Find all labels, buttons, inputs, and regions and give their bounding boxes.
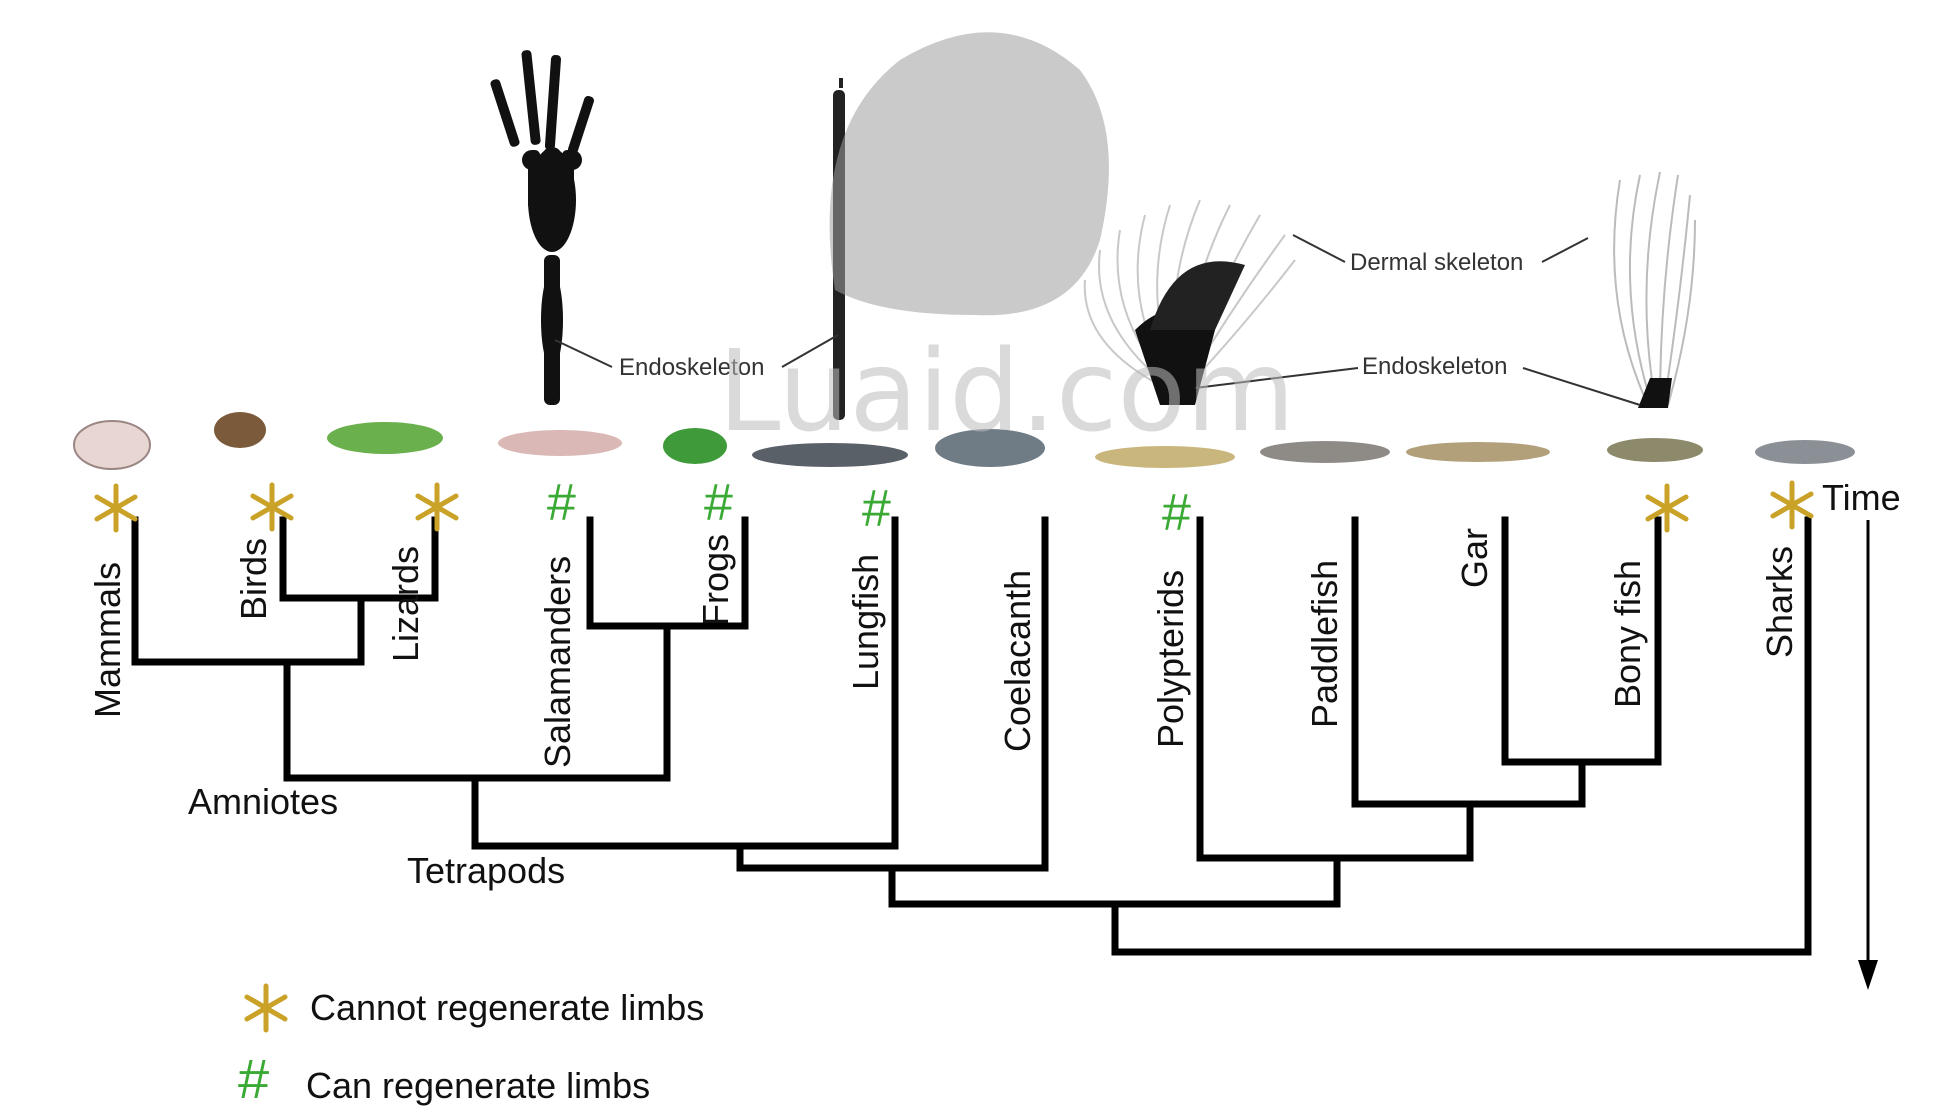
salamander-icon — [498, 430, 622, 456]
tree-branch — [471, 516, 899, 850]
taxon-label: Frogs — [695, 534, 736, 626]
polypterid-icon — [1095, 446, 1235, 468]
hash-icon: # — [547, 474, 576, 532]
paddlefish-icon — [1260, 441, 1390, 463]
animal-icons-row — [73, 412, 1855, 470]
dermal-skeleton-callout: Dermal skeleton — [1350, 249, 1523, 276]
mouse-icon — [73, 420, 151, 470]
taxon-label: Lizards — [385, 546, 426, 662]
taxon-label: Coelacanth — [997, 570, 1038, 752]
bony-fish-fin-illustration — [1613, 171, 1696, 408]
lizard-icon — [327, 422, 443, 454]
taxon-label: Bony fish — [1607, 560, 1648, 708]
gar-icon — [1406, 442, 1550, 462]
taxon-label: Birds — [233, 538, 274, 620]
asterisk-icon — [415, 482, 459, 532]
legend-cannot-label: Cannot regenerate limbs — [310, 987, 704, 1028]
time-axis-label: Time — [1822, 477, 1901, 518]
endoskeleton-limb-callout: Endoskeleton — [619, 354, 764, 381]
shark-icon — [1755, 440, 1855, 464]
hash-icon: # — [1162, 484, 1191, 542]
frog-icon — [663, 428, 727, 464]
taxon-label: Mammals — [87, 562, 128, 718]
taxon-label: Paddlefish — [1304, 560, 1345, 728]
tree-branch — [131, 516, 365, 666]
taxon-label: Sharks — [1759, 546, 1800, 658]
taxon-label: Salamanders — [537, 556, 578, 768]
svg-text:Luaid.com: Luaid.com — [718, 327, 1295, 457]
taxon-label: Polypterids — [1150, 570, 1191, 748]
phylogenetic-tree — [131, 516, 1812, 956]
asterisk-icon — [250, 482, 294, 532]
polypterid-fin-illustration — [1083, 199, 1296, 405]
bird-icon — [214, 412, 266, 448]
taxon-label: Gar — [1454, 528, 1495, 588]
legend: Cannot regenerate limbs # Can regenerate… — [238, 983, 704, 1110]
taxon-labels: Mammals Birds Lizards Salamanders Frogs Lungf… — [87, 528, 1800, 768]
hash-icon: # — [862, 480, 891, 538]
hash-icon: # — [704, 474, 733, 532]
tree-branch — [283, 622, 671, 782]
tree-branch — [1111, 516, 1812, 956]
regeneration-markers: # # # # — [94, 474, 1814, 542]
clade-label-amniotes: Amniotes — [188, 781, 338, 822]
asterisk-icon — [244, 983, 288, 1033]
callout-lines — [554, 234, 1641, 406]
lungfish-icon — [752, 443, 908, 467]
endoskeleton-fin-callout: Endoskeleton — [1362, 353, 1507, 380]
taxon-label: Lungfish — [845, 554, 886, 690]
watermark: Luaid.com — [718, 32, 1295, 457]
asterisk-icon — [1645, 483, 1689, 533]
time-axis — [1858, 520, 1878, 990]
asterisk-icon — [94, 483, 138, 533]
bony-fish-icon — [1607, 438, 1703, 462]
legend-can-label: Can regenerate limbs — [306, 1065, 650, 1106]
coelacanth-icon — [935, 429, 1045, 467]
down-arrow-icon — [1858, 960, 1878, 990]
limb-skeleton-illustration — [490, 50, 594, 405]
asterisk-icon — [1770, 480, 1814, 530]
asterisk-icon — [244, 983, 288, 1033]
clade-label-tetrapods: Tetrapods — [407, 850, 565, 891]
hash-icon: # — [238, 1047, 269, 1110]
